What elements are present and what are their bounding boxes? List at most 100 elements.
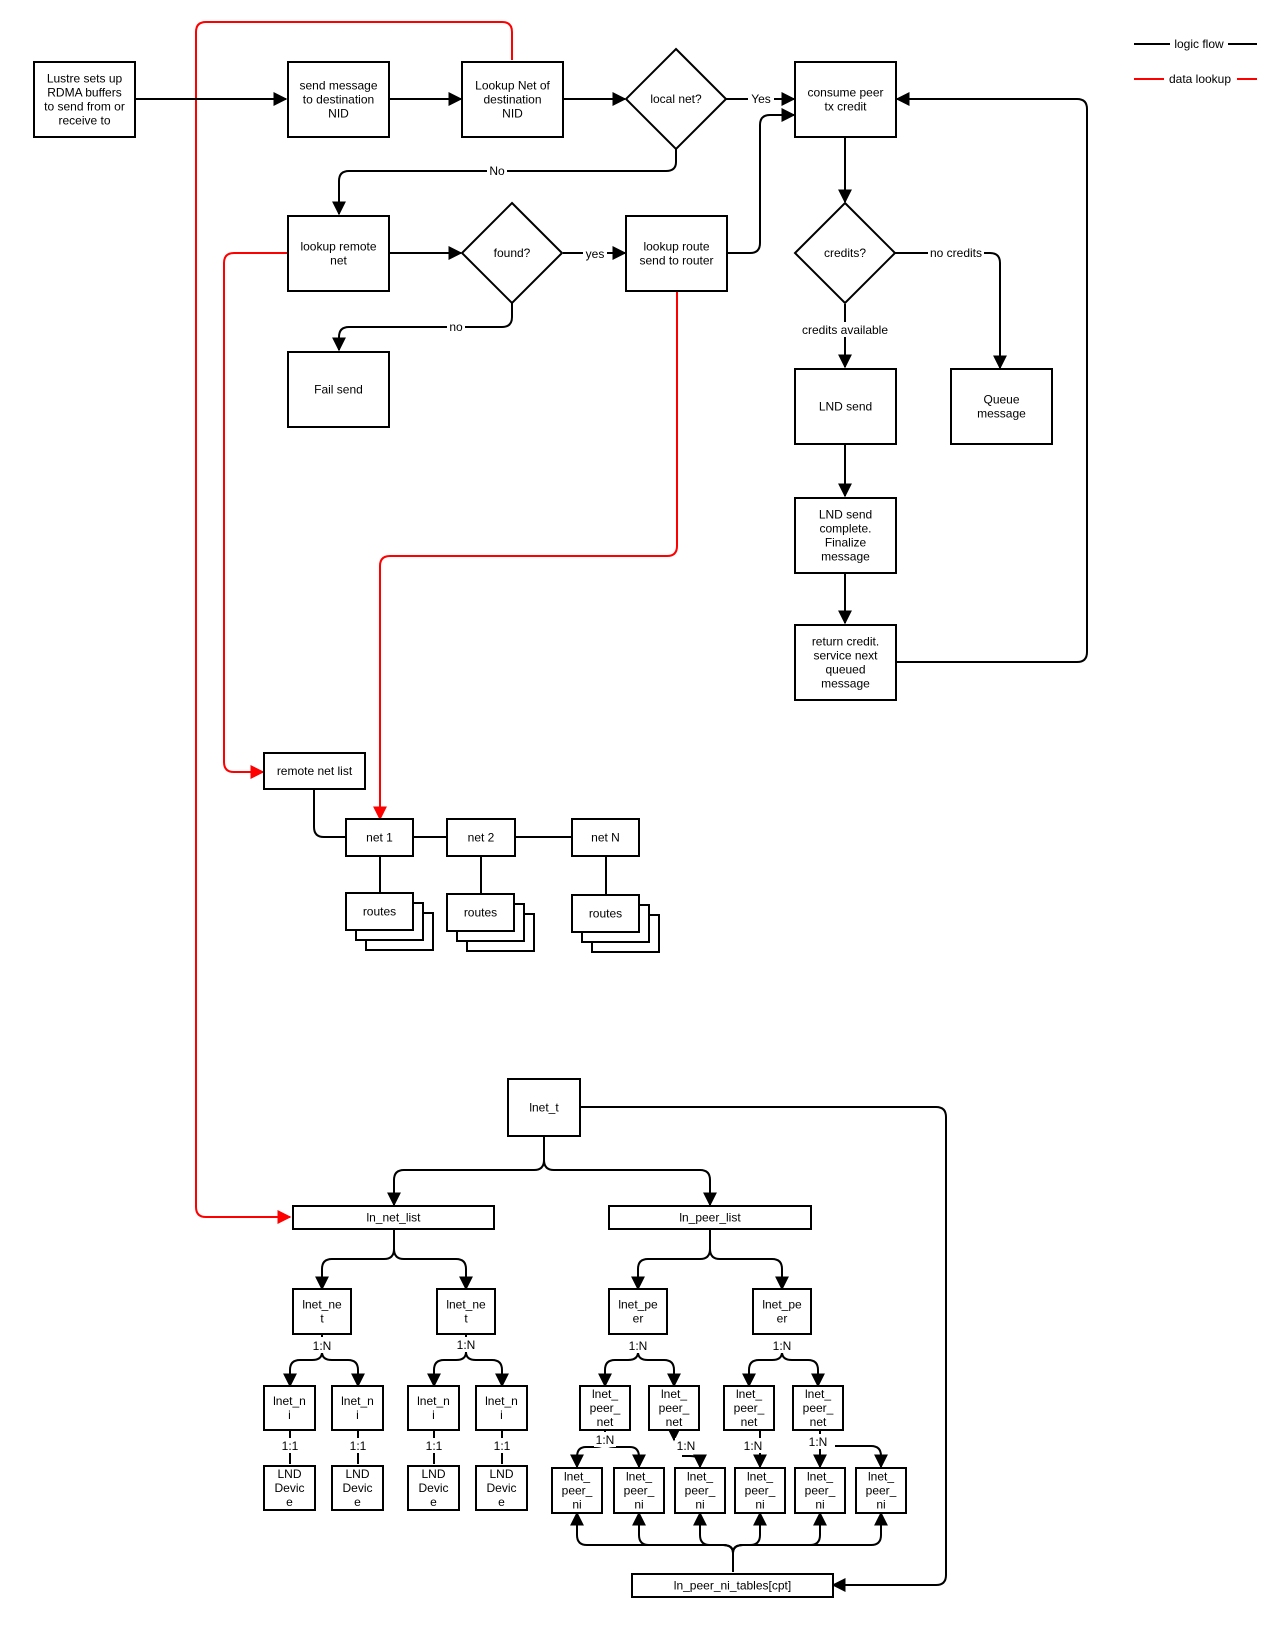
edge-label-text: Yes [751, 92, 771, 106]
edge-label-background [455, 1337, 477, 1352]
lnet-ni-2-label-line: i [356, 1408, 359, 1422]
edge-label-background [487, 163, 507, 178]
edge-label-background [311, 1338, 333, 1353]
edge-label-background [799, 322, 891, 337]
edge-pn4-to-pni6 [835, 1445, 888, 1469]
legend-data-lookup-label: data lookup [1169, 72, 1231, 86]
edge-label-credits-available: credits available [799, 322, 891, 337]
peer-ni-5-shape [794, 1467, 846, 1514]
peer-net-1-label-line: lnet_ [592, 1387, 618, 1401]
edge-label-text: no [449, 320, 463, 334]
edge-label-one-n-pn-2: 1:N [675, 1438, 697, 1453]
lnet-net-a-label-line: lnet_ne [302, 1298, 342, 1312]
remote-net-list-label-line: remote net list [277, 764, 353, 778]
edge-label-one-n-net-b: 1:N [455, 1337, 477, 1352]
lookup-route-shape [625, 215, 728, 292]
credits-label-line: credits? [824, 246, 866, 260]
peer-ni-1-label-line: peer_ [562, 1484, 593, 1498]
lnet-peer-b-label-line: er [777, 1312, 788, 1326]
routes3-label-line: routes [589, 907, 622, 921]
edge-tables-to-pni3 [693, 1511, 734, 1572]
edge-label-one-n-pn-4: 1:N [807, 1434, 829, 1449]
lnd-dev-3-label-line: LND [421, 1467, 445, 1481]
lnd-complete-label-line: LND send [819, 508, 872, 522]
edge-label-text: 1:N [457, 1338, 476, 1352]
lnd-dev-4-label-line: LND [489, 1467, 513, 1481]
lnet-peer-a-label-line: er [633, 1312, 644, 1326]
send-msg-label-line: NID [328, 107, 349, 121]
lnd-dev-3-shape [407, 1465, 460, 1511]
peer-ni-1-label: lnet_peer_ni [562, 1470, 593, 1512]
peer-net-2-shape [648, 1385, 700, 1431]
net1-label: net 1 [366, 831, 393, 845]
edge-lnet-net-a-to-ni [283, 1351, 323, 1388]
lnet-ni-4-label-line: i [500, 1408, 503, 1422]
peer-ni-tables-label: ln_peer_ni_tables[cpt] [674, 1579, 791, 1593]
lnet-net-b-shape [436, 1288, 496, 1335]
edge-label-background [748, 91, 774, 106]
lookup-remote-shape [287, 215, 390, 292]
lnd-dev-1-label-line: LND [277, 1467, 301, 1481]
edge-label-one-n-pn-3: 1:N [742, 1438, 764, 1453]
edge-label-text: 1:N [809, 1435, 828, 1449]
red-edge-lookuproute-to-net1 [373, 292, 678, 821]
edge-label-yes-found: yes [583, 246, 607, 261]
send-msg-label-line: to destination [303, 93, 374, 107]
lnd-send-shape [794, 368, 897, 445]
edge-lnet-net-b-to-ni [427, 1351, 467, 1388]
edge-label-text: 1:N [313, 1339, 332, 1353]
edge-label-one-one-4: 1:1 [491, 1438, 513, 1453]
queue-shape [950, 368, 1053, 445]
routes2-label: routes [464, 906, 497, 920]
lnd-dev-4-label-line: Devic [486, 1481, 516, 1495]
peer-ni-tables-shape [631, 1573, 834, 1598]
red-edge-lookupnet-to-ln-net-list [195, 21, 513, 1224]
routes3-label: routes [589, 907, 622, 921]
edge-label-one-one-3: 1:1 [423, 1438, 445, 1453]
peer-ni-2-label-line: peer_ [624, 1484, 655, 1498]
edge-label-no-local: No [487, 163, 507, 178]
consume-shape [794, 61, 897, 138]
return-credit-label-line: message [821, 677, 870, 691]
peer-ni-3-label: lnet_peer_ni [685, 1470, 716, 1512]
routes1-label-line: routes [363, 905, 396, 919]
net2-label-line: net 2 [468, 831, 495, 845]
lnet-net-b-label-line: lnet_ne [446, 1298, 486, 1312]
net2-node: net 2 [446, 818, 516, 857]
peer-net-1-label-line: net [597, 1415, 614, 1429]
edge-label-one-n-net-a: 1:N [311, 1338, 333, 1353]
peer-ni-4-label-line: peer_ [745, 1484, 776, 1498]
lnet-t-node: lnet_t [507, 1078, 581, 1137]
edge-lnet-peer-a-to-peer-net [598, 1351, 639, 1388]
lookup-route-label-line: lookup route [643, 240, 709, 254]
net1-node: net 1 [345, 818, 414, 857]
peer-ni-3-shape [674, 1467, 726, 1514]
edge-pn2-to-pni3-b [682, 1454, 707, 1469]
edge-tables-to-pni6 [732, 1511, 888, 1572]
edge-label-background [423, 1438, 445, 1453]
routes-stack-front [345, 892, 414, 931]
edge-tables-to-pni5 [732, 1511, 827, 1572]
lnd-dev-1-label-line: e [286, 1495, 293, 1509]
return-credit-label-line: return credit. [812, 635, 879, 649]
lnet-ni-1-shape [263, 1385, 316, 1431]
peer-ni-6-label-line: ni [876, 1498, 885, 1512]
lustre-label-line: receive to [58, 114, 110, 128]
net2-label: net 2 [468, 831, 495, 845]
peer-ni-6-label: lnet_peer_ni [866, 1470, 897, 1512]
edge-label-background [627, 1338, 649, 1353]
peer-ni-1-label-line: lnet_ [564, 1470, 590, 1484]
edge-remote-net-list-to-net1 [313, 789, 346, 838]
edge-label-no-credits: no credits [928, 245, 984, 260]
